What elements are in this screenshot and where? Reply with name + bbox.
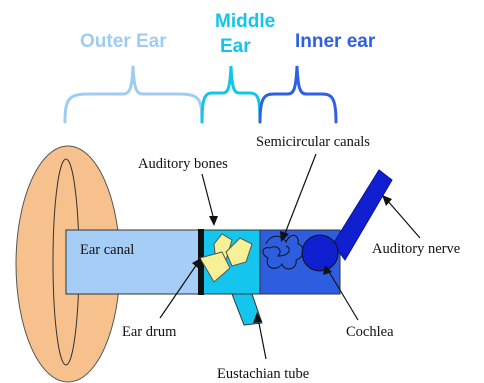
cochlea-shape (302, 235, 338, 271)
leader-eustachian-tube (258, 318, 266, 359)
label-eustachian-tube: Eustachian tube (217, 366, 309, 382)
label-ear-drum: Ear drum (122, 324, 177, 340)
header-outer-ear: Outer Ear (80, 31, 167, 52)
middle-ear-brace (202, 66, 260, 122)
inner-ear-brace (260, 66, 336, 122)
leader-auditory-bones (202, 174, 214, 220)
label-cochlea: Cochlea (346, 324, 394, 340)
arrowhead-auditory-bones (209, 216, 218, 226)
leader-auditory-nerve (387, 200, 420, 238)
header-inner-ear: Inner ear (295, 31, 376, 52)
label-auditory-nerve: Auditory nerve (372, 241, 460, 257)
header-middle-ear-line1: Middle (215, 11, 275, 32)
leader-cochlea (328, 270, 358, 320)
label-ear-canal: Ear canal (80, 242, 134, 258)
outer-ear-brace (65, 66, 202, 122)
header-middle-ear-line2: Ear (220, 36, 251, 57)
leader-semicircular-canals (284, 154, 316, 236)
label-semicircular-canals: Semicircular canals (256, 134, 370, 150)
label-auditory-bones: Auditory bones (138, 156, 228, 172)
ear-canal-region (66, 230, 200, 294)
